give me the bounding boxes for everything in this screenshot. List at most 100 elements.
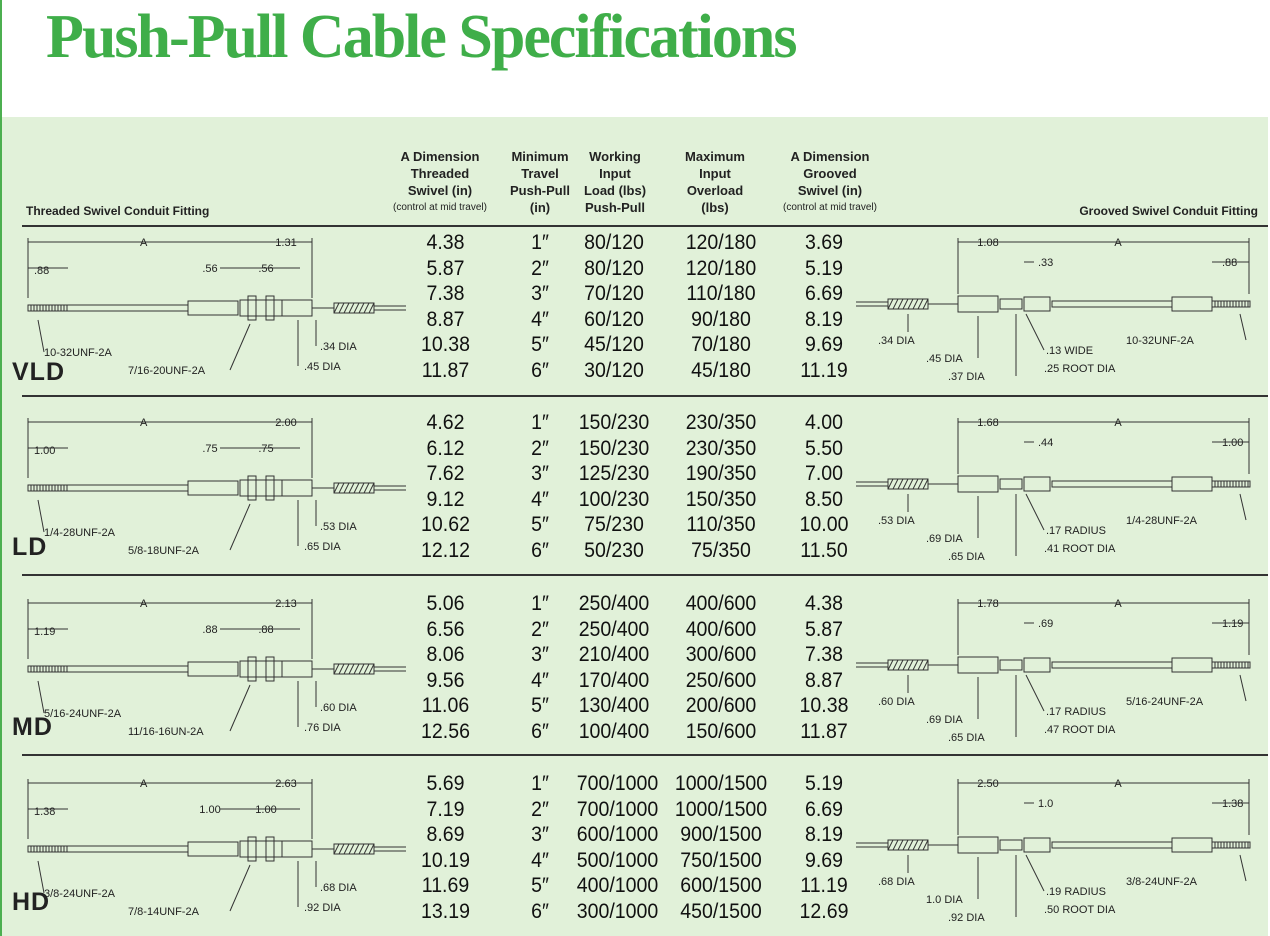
spec-cell: 5″ bbox=[531, 694, 549, 718]
hex-nut bbox=[247, 656, 257, 682]
grooved-fitting bbox=[957, 836, 999, 854]
cable-wrap-stroke bbox=[338, 843, 345, 855]
spec-cell: 11.87 bbox=[421, 358, 470, 382]
header-note: (control at mid travel) bbox=[393, 202, 487, 213]
col-header-a-threaded: A Dimension Threaded Swivel (in) (contro… bbox=[380, 148, 500, 216]
spec-cell: 1″ bbox=[531, 411, 549, 434]
cable-wrap-stroke bbox=[922, 298, 929, 310]
cable-wrap-stroke bbox=[353, 302, 360, 314]
leader-line bbox=[1239, 493, 1247, 521]
swivel-body bbox=[1023, 476, 1051, 492]
groove-neck bbox=[999, 839, 1023, 851]
header-line: Input bbox=[699, 166, 731, 181]
dim-a-label: A bbox=[1114, 598, 1122, 610]
cable-wrap-stroke bbox=[343, 663, 350, 675]
spec-cell: 110/350 bbox=[686, 513, 756, 537]
grooved-swivel-diagram: A1.08.33.88.34 DIA.45 DIA.37 DIA.13 WIDE… bbox=[856, 237, 1251, 383]
dim-a-label: A bbox=[140, 778, 148, 790]
cable-wrap-stroke bbox=[358, 663, 365, 675]
grooved-fitting bbox=[957, 656, 999, 674]
conduit-wrap bbox=[887, 478, 929, 490]
dim-d3-label: 1.00 bbox=[1222, 437, 1243, 449]
root-dia-callout: .25 ROOT DIA bbox=[1044, 363, 1116, 375]
conduit-wrap bbox=[887, 839, 929, 851]
spec-cell: 9.56 bbox=[426, 668, 465, 692]
groove-callout: .19 RADIUS bbox=[1046, 886, 1106, 898]
section-divider bbox=[22, 395, 1268, 397]
cable-wrap-stroke bbox=[917, 478, 924, 490]
cable-wrap-stroke bbox=[917, 839, 924, 851]
spec-cell: 80/120 bbox=[584, 256, 644, 280]
leader-line bbox=[229, 323, 251, 371]
dim-d4-label: .56 bbox=[258, 263, 273, 275]
cable-wrap-stroke bbox=[892, 478, 899, 490]
spec-cell: 5.19 bbox=[804, 256, 844, 280]
spec-cell: 6″ bbox=[531, 719, 549, 743]
spec-cell: 300/1000 bbox=[576, 899, 659, 923]
dim-d1-label: 1.68 bbox=[977, 417, 998, 429]
cable-wrap-stroke bbox=[887, 839, 894, 851]
spec-cell: 120/180 bbox=[685, 256, 757, 280]
header-line: Threaded bbox=[410, 166, 470, 181]
cable-wrap-stroke bbox=[368, 843, 375, 855]
cable-wrap-stroke bbox=[922, 659, 929, 671]
dim-d3-label: 1.38 bbox=[1222, 798, 1243, 810]
spec-cell: 2″ bbox=[531, 617, 549, 641]
spec-column: 1″2″3″4″5″6″ bbox=[507, 230, 572, 384]
dim-d1-label: 2.50 bbox=[977, 778, 998, 790]
spec-cell: 11.06 bbox=[421, 694, 470, 718]
spec-cell: 5.50 bbox=[804, 436, 844, 460]
grooved-fitting bbox=[957, 475, 999, 493]
dim-d1-label: 2.13 bbox=[275, 598, 296, 610]
hex-nut bbox=[247, 836, 257, 862]
spec-cell: 150/230 bbox=[578, 411, 650, 434]
spec-cell: 3″ bbox=[531, 282, 549, 306]
spec-cell: 70/180 bbox=[691, 333, 751, 357]
cable-wrap-stroke bbox=[892, 659, 899, 671]
cable-wrap-stroke bbox=[887, 478, 894, 490]
rod-sleeve bbox=[1171, 657, 1213, 673]
spec-cell: 3.69 bbox=[804, 231, 844, 254]
dim-a-label: A bbox=[140, 417, 148, 429]
rod bbox=[1051, 480, 1173, 488]
spec-cell: 9.69 bbox=[804, 333, 844, 357]
rod-sleeve bbox=[187, 480, 239, 496]
spec-cell: 100/230 bbox=[578, 487, 650, 511]
cable-wrap-stroke bbox=[338, 663, 345, 675]
rod bbox=[1051, 661, 1173, 669]
spec-cell: 6.69 bbox=[804, 797, 844, 821]
rod-sleeve bbox=[187, 841, 239, 857]
dim-d3-label: .88 bbox=[1222, 257, 1237, 269]
dia3-callout: .37 DIA bbox=[948, 371, 985, 383]
cable-wrap-stroke bbox=[348, 302, 355, 314]
cable-wrap-stroke bbox=[348, 482, 355, 494]
cable-wrap-stroke bbox=[353, 843, 360, 855]
cable-wrap-stroke bbox=[902, 478, 909, 490]
dim-d3-label: 1.19 bbox=[1222, 618, 1243, 630]
dia2-callout: 1.0 DIA bbox=[926, 894, 963, 906]
spec-cell: 8.50 bbox=[804, 487, 844, 511]
spec-cell: 110/180 bbox=[686, 282, 756, 306]
spec-cell: 75/230 bbox=[584, 513, 644, 537]
spec-cell: 500/1000 bbox=[576, 848, 659, 872]
spec-cell: 11.19 bbox=[800, 874, 848, 898]
threaded-fitting-label: Threaded Swivel Conduit Fitting bbox=[26, 204, 210, 218]
rod-thread-callout: 5/16-24UNF-2A bbox=[1126, 696, 1204, 708]
groove-callout: .17 RADIUS bbox=[1046, 706, 1106, 718]
swivel-body bbox=[239, 660, 283, 678]
dia1-callout: .34 DIA bbox=[320, 341, 357, 353]
swivel-body bbox=[239, 299, 283, 317]
spec-cell: 750/1500 bbox=[680, 848, 762, 872]
rod bbox=[1051, 841, 1173, 849]
cable-wrap-stroke bbox=[333, 302, 340, 314]
